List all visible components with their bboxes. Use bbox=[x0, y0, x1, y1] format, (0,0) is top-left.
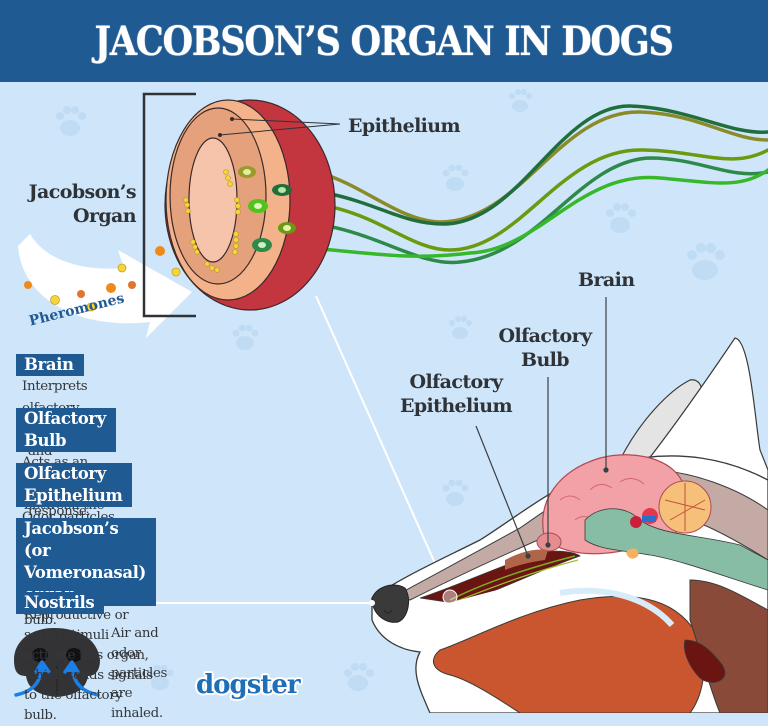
olfactory-bulb-label: Olfactory Bulb bbox=[490, 324, 600, 372]
epithelium-label: Epithelium bbox=[348, 115, 461, 137]
nerve-fibers bbox=[243, 104, 768, 265]
header-banner: JACOBSON’S ORGAN IN DOGS bbox=[0, 0, 768, 82]
legend-desc: which sends signals to the olfactory bul… bbox=[24, 668, 153, 723]
organ-label-line1: Jacobson’s bbox=[28, 181, 137, 203]
olfactory-bulb-line2: Bulb bbox=[521, 349, 570, 371]
olfactory-epithelium-line2: Epithelium bbox=[399, 395, 513, 417]
jacobsons-organ-illustration bbox=[164, 99, 341, 311]
dog-head-illustration bbox=[371, 337, 768, 713]
organ-pointer-line bbox=[315, 295, 451, 598]
legend-desc-nostrils: Air and odor particles are inhaled. bbox=[111, 626, 168, 721]
inhale-arrows-icon bbox=[14, 660, 100, 697]
organ-label-line2: Organ bbox=[73, 205, 137, 227]
organ-bracket bbox=[142, 92, 196, 318]
legend-tag: Olfactory Epithelium bbox=[16, 463, 133, 507]
dog-nose-icon bbox=[14, 628, 100, 697]
illustration-layer bbox=[14, 89, 768, 713]
olfactory-bulb-line1: Olfactory bbox=[498, 325, 593, 347]
olfactory-epithelium-line1: Olfactory bbox=[409, 371, 504, 393]
paw-print-icons bbox=[56, 89, 725, 691]
legend-tag: Olfactory Bulb bbox=[16, 408, 116, 452]
jacobsons-organ-label: Jacobson’s Organ bbox=[18, 180, 137, 228]
legend-tag: Nostrils bbox=[16, 592, 105, 614]
infographic-canvas: Jacobson’s Organ Epithelium Pheromones B… bbox=[0, 82, 768, 723]
legend-entry-nostrils: Nostrils bbox=[16, 592, 105, 614]
olfactory-epithelium-label: Olfactory Epithelium bbox=[396, 370, 516, 418]
pheromones-arrow bbox=[18, 234, 192, 338]
dog-pointer-lines bbox=[475, 297, 609, 559]
dogster-logo: dogster bbox=[196, 670, 301, 700]
legend-tag: Brain bbox=[16, 354, 84, 376]
brain-label: Brain bbox=[578, 269, 635, 291]
page-title: JACOBSON’S ORGAN IN DOGS bbox=[94, 17, 675, 65]
